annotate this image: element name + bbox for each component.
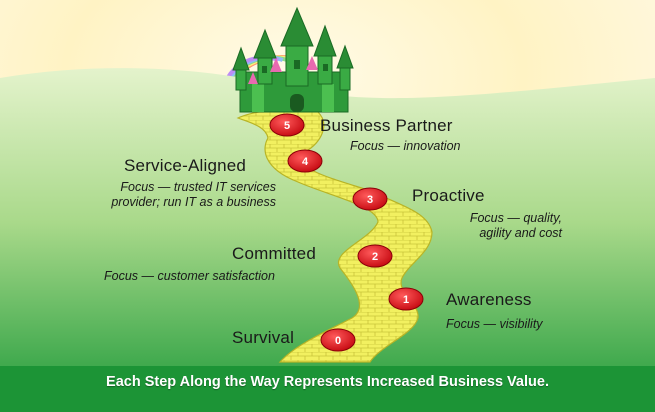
stage-focus-service-aligned: Focus — trusted IT services provider; ru… [111, 180, 276, 209]
stage-title-awareness: Awareness [446, 290, 532, 309]
green-hill [0, 68, 655, 412]
stage-focus-proactive: Focus — quality, agility and cost [469, 211, 562, 240]
step-number: 1 [403, 294, 409, 306]
step-badge-1: 1 [388, 287, 424, 311]
step-number: 5 [284, 120, 290, 132]
step-number: 4 [302, 156, 309, 168]
caption-band [0, 366, 655, 412]
caption: Each Step Along the Way Represents Incre… [106, 374, 549, 390]
castle-icon [232, 6, 354, 113]
stage-title-committed: Committed [232, 244, 316, 263]
stage-title-proactive: Proactive [412, 186, 485, 205]
step-badge-shape [287, 149, 323, 173]
step-badge-4: 4 [287, 149, 323, 173]
step-number: 3 [367, 194, 373, 206]
stage-title-service-aligned: Service-Aligned [124, 156, 247, 175]
step-badge-2: 2 [357, 244, 393, 268]
step-number: 0 [335, 335, 341, 347]
step-number: 2 [372, 251, 378, 263]
step-badge-5: 5 [269, 113, 305, 137]
stage-title-survival: Survival [232, 328, 295, 347]
step-badges: 0 1 2 3 4 5 [269, 113, 424, 352]
step-badge-shape [269, 113, 305, 137]
stage-focus-business-partner: Focus — innovation [350, 139, 461, 153]
step-badge-0: 0 [320, 328, 356, 352]
stage-focus-awareness: Focus — visibility [446, 317, 543, 331]
stage-focus-committed: Focus — customer satisfaction [104, 269, 275, 283]
step-badge-3: 3 [352, 187, 388, 211]
step-badge-shape [320, 328, 356, 352]
step-badge-shape [388, 287, 424, 311]
step-badge-shape [357, 244, 393, 268]
stage-title-business-partner: Business Partner [320, 116, 453, 135]
step-badge-shape [352, 187, 388, 211]
